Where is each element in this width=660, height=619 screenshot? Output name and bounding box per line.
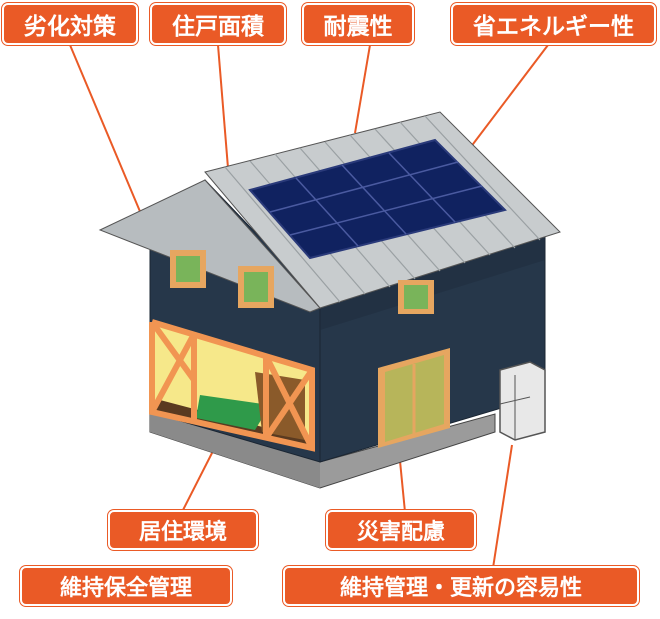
wood-frame <box>149 319 315 452</box>
solar-panel-grid <box>269 152 483 247</box>
label-seismic: 耐震性 <box>302 3 414 45</box>
foundation-front <box>150 412 320 488</box>
label-floor-area: 住戸面積 <box>150 3 286 45</box>
leader-line-energy-saving <box>466 44 549 153</box>
window-glass <box>244 272 268 302</box>
label-living-environment: 居住環境 <box>108 510 258 550</box>
leader-line-floor-area <box>217 44 229 169</box>
label-maintenance-plan: 維持保全管理 <box>20 566 232 606</box>
label-maintenance-ease: 維持管理・更新の容易性 <box>283 566 639 606</box>
label-energy-saving: 省エネルギー性 <box>451 3 656 45</box>
window-glass <box>176 256 200 282</box>
leader-line-maintenance-ease <box>492 444 513 569</box>
outdoor-unit <box>499 361 546 441</box>
window-glass <box>404 285 428 309</box>
leader-line-seismic <box>354 44 371 134</box>
tatami <box>196 395 270 430</box>
label-deterioration: 劣化対策 <box>2 3 138 45</box>
leader-line-deterioration <box>69 44 153 241</box>
label-disaster-consideration: 災害配慮 <box>326 510 476 550</box>
